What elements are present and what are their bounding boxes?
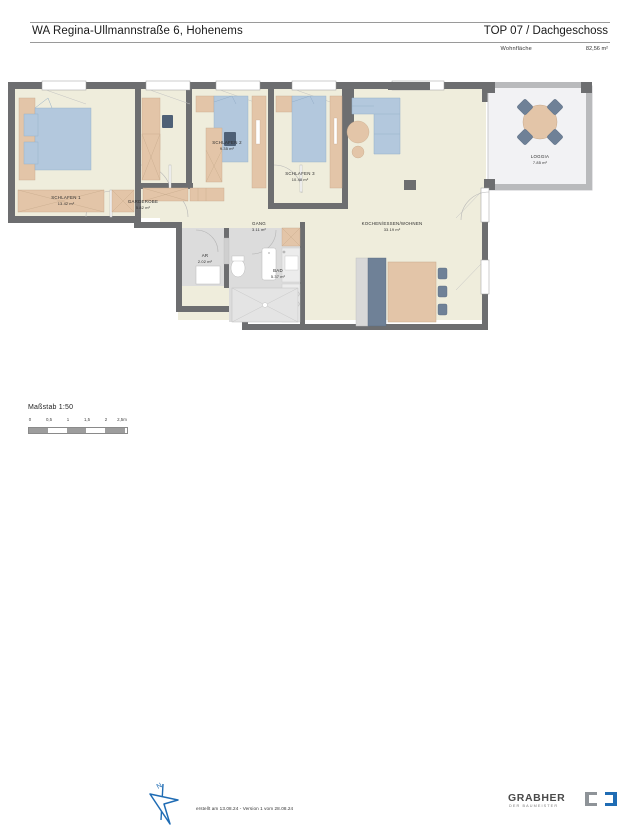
living-area-value: 82,56 m²	[585, 46, 608, 52]
scale-tick-3: 1,5	[83, 417, 91, 422]
room-label-schlafen2-area: 9.35 m²	[220, 146, 235, 151]
logo-company-name: GRABHER	[508, 792, 566, 804]
room-label-wohnen-name: KOCHEN/ESSEN/WOHNEN	[362, 221, 423, 226]
room-label-ar-name: AR	[202, 253, 209, 258]
scale-bar-graphic	[28, 427, 128, 434]
room-label-loggia-name: LOGGIA	[531, 154, 549, 159]
room-label-schlafen2-name: SCHLAFEN 2	[212, 140, 242, 145]
room-label-garderobe-area: 5.82 m²	[136, 205, 151, 210]
living-area-label: Wohnfläche	[500, 46, 532, 52]
room-label-schlafen1-area: 13.42 m²	[58, 201, 75, 206]
logo-mark-icon	[585, 792, 617, 806]
room-label-ar-area: 2.02 m²	[198, 259, 213, 264]
room-label-schlafen3-area: 10.48 m²	[292, 177, 309, 182]
scale-tick-1: 0,5	[45, 417, 53, 422]
room-label-garderobe-name: GARDEROBE	[128, 199, 158, 204]
scale-bar-block: Maßstab 1:50 0 0,5 1 1,5 2 2,5m	[28, 404, 138, 434]
logo-tagline: DER BAUMEISTER	[509, 804, 559, 808]
scale-title: Maßstab 1:50	[28, 404, 74, 411]
scale-tick-labels: 0 0,5 1 1,5 2 2,5m	[28, 417, 127, 426]
scale-tick-5: 2,5m	[117, 417, 127, 422]
room-label-schlafen3-name: SCHLAFEN 3	[285, 171, 315, 176]
room-label-gang-name: GANG	[252, 221, 266, 226]
room-label-wohnen-area: 33.19 m²	[384, 227, 401, 232]
room-label-gang-area: 3.11 m²	[252, 227, 267, 232]
floor-plan: SCHLAFEN 1 13.42 m² SCHLAFEN 2 9.35 m² S…	[0, 70, 640, 380]
room-label-schlafen1-name: SCHLAFEN 1	[51, 195, 81, 200]
room-label-bad-name: BAD	[273, 268, 283, 273]
project-title: WA Regina-Ullmannstraße 6, Hohenems	[32, 25, 243, 37]
scale-tick-0: 0	[28, 417, 32, 422]
room-label-bad-area: 5.37 m²	[271, 274, 286, 279]
header-rule-bottom	[30, 42, 610, 43]
scale-tick-2: 1	[66, 417, 70, 422]
room-label-loggia-area: 7.85 m²	[533, 160, 548, 165]
header-rule-top	[30, 22, 610, 23]
scale-tick-4: 2	[104, 417, 108, 422]
company-logo: GRABHER DER BAUMEISTER	[508, 790, 618, 816]
page-header: WA Regina-Ullmannstraße 6, Hohenems TOP …	[30, 22, 610, 62]
north-arrow: N	[140, 780, 194, 828]
unit-title: TOP 07 / Dachgeschoss	[483, 25, 608, 37]
creation-info: erstellt am 13.08.24 - Version 1 vom 28.…	[196, 806, 294, 811]
page-footer: Maßstab 1:50 0 0,5 1 1,5 2 2,5m N erstel…	[0, 382, 640, 825]
